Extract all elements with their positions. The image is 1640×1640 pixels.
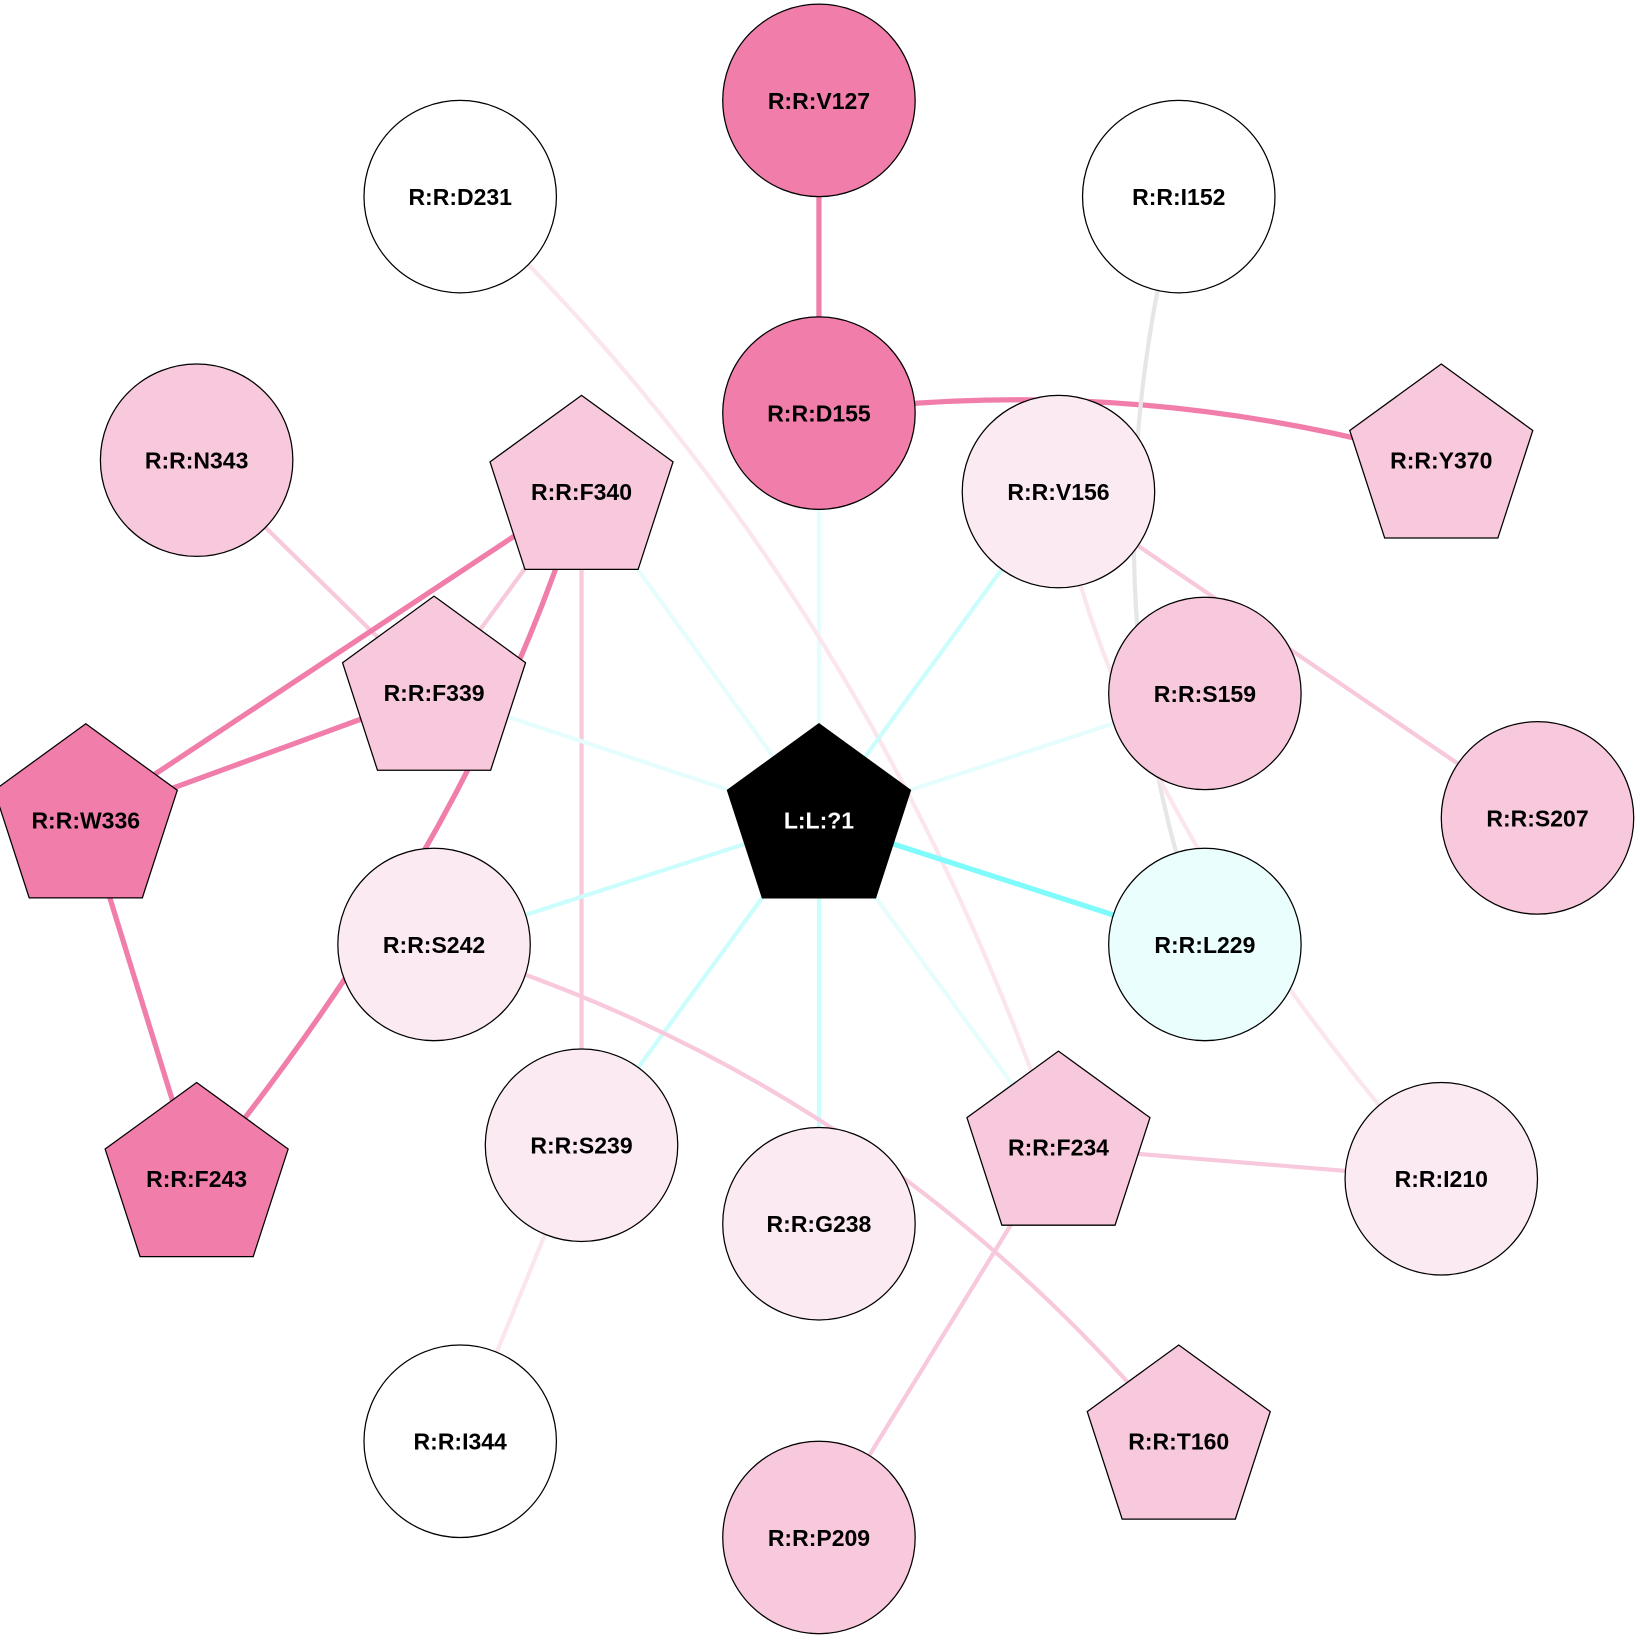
node-label: R:R:S242 xyxy=(383,932,485,958)
edge-d231-f234 xyxy=(458,195,1061,1149)
node-circle-shape xyxy=(1081,99,1276,294)
node-label: R:R:T160 xyxy=(1128,1429,1229,1455)
node-pentagon-shape xyxy=(1349,363,1534,539)
node-label: R:R:S207 xyxy=(1486,805,1588,831)
node-pentagon-shape xyxy=(104,1081,289,1258)
node-label: R:R:D231 xyxy=(408,184,512,210)
node-i210[interactable]: R:R:I210 xyxy=(1344,1081,1539,1276)
node-circle-shape xyxy=(363,99,558,294)
node-pentagon-shape xyxy=(489,394,674,571)
node-s159[interactable]: R:R:S159 xyxy=(1108,596,1302,791)
node-f243[interactable]: R:R:F243 xyxy=(104,1081,289,1258)
node-circle-shape xyxy=(1440,721,1635,915)
node-t160[interactable]: R:R:T160 xyxy=(1086,1344,1272,1520)
node-label: R:R:F234 xyxy=(1008,1135,1109,1161)
node-label: R:R:V156 xyxy=(1007,479,1109,505)
node-label: R:R:I210 xyxy=(1395,1166,1488,1192)
node-circle-shape xyxy=(722,1126,916,1321)
node-circle-shape xyxy=(961,394,1156,589)
node-label: R:R:F243 xyxy=(146,1166,247,1192)
node-label: R:R:F340 xyxy=(531,479,632,505)
node-pentagon-shape xyxy=(1086,1344,1272,1520)
node-label: L:L:?1 xyxy=(784,807,854,833)
node-v156[interactable]: R:R:V156 xyxy=(961,394,1156,589)
node-circle-shape xyxy=(722,1440,916,1635)
node-circle-shape xyxy=(99,363,294,558)
node-pentagon-shape xyxy=(726,722,912,899)
node-label: R:R:I152 xyxy=(1132,184,1225,210)
edge-i152-l229 xyxy=(1131,196,1207,946)
node-n343[interactable]: R:R:N343 xyxy=(99,363,294,558)
node-label: R:R:Y370 xyxy=(1390,448,1492,474)
node-circle-shape xyxy=(337,847,531,1042)
node-v127[interactable]: R:R:V127 xyxy=(722,3,916,198)
node-label: R:R:V127 xyxy=(768,88,870,114)
edge-f340-w336 xyxy=(84,489,583,823)
node-g238[interactable]: R:R:G238 xyxy=(722,1126,916,1321)
node-pentagon-shape xyxy=(341,595,527,771)
edge-f340-f243 xyxy=(194,490,585,1181)
node-circle-shape xyxy=(1108,847,1302,1042)
node-label: R:R:D155 xyxy=(767,401,871,427)
node-label: R:R:F339 xyxy=(384,680,485,706)
node-y370[interactable]: R:R:Y370 xyxy=(1349,363,1534,539)
node-pentagon-shape xyxy=(966,1050,1151,1226)
node-l229[interactable]: R:R:L229 xyxy=(1108,847,1302,1042)
node-label: R:R:S239 xyxy=(530,1133,632,1159)
node-label: R:R:L229 xyxy=(1154,932,1255,958)
node-f340[interactable]: R:R:F340 xyxy=(489,394,674,571)
node-pentagon-shape xyxy=(0,722,179,899)
node-circle-shape xyxy=(722,316,916,510)
node-label: R:R:I344 xyxy=(414,1429,508,1455)
node-i152[interactable]: R:R:I152 xyxy=(1081,99,1276,294)
node-label: R:R:W336 xyxy=(31,807,140,833)
node-s207[interactable]: R:R:S207 xyxy=(1440,721,1635,915)
node-d231[interactable]: R:R:D231 xyxy=(363,99,558,294)
node-label: R:R:P209 xyxy=(768,1525,870,1551)
node-lig[interactable]: L:L:?1 xyxy=(726,722,912,899)
node-circle-shape xyxy=(363,1344,558,1539)
node-circle-shape xyxy=(1344,1081,1539,1276)
node-f234[interactable]: R:R:F234 xyxy=(966,1050,1151,1226)
node-i344[interactable]: R:R:I344 xyxy=(363,1344,558,1539)
node-f339[interactable]: R:R:F339 xyxy=(341,595,527,771)
node-label: R:R:N343 xyxy=(145,448,249,474)
node-p209[interactable]: R:R:P209 xyxy=(722,1440,916,1635)
node-label: R:R:G238 xyxy=(767,1211,872,1237)
edge-v156-i210 xyxy=(1056,491,1443,1181)
node-circle-shape xyxy=(722,3,916,198)
node-s239[interactable]: R:R:S239 xyxy=(484,1048,679,1243)
node-w336[interactable]: R:R:W336 xyxy=(0,722,179,899)
node-s242[interactable]: R:R:S242 xyxy=(337,847,531,1042)
node-label: R:R:S159 xyxy=(1154,681,1256,707)
node-circle-shape xyxy=(484,1048,679,1243)
node-circle-shape xyxy=(1108,596,1302,791)
node-d155[interactable]: R:R:D155 xyxy=(722,316,916,510)
